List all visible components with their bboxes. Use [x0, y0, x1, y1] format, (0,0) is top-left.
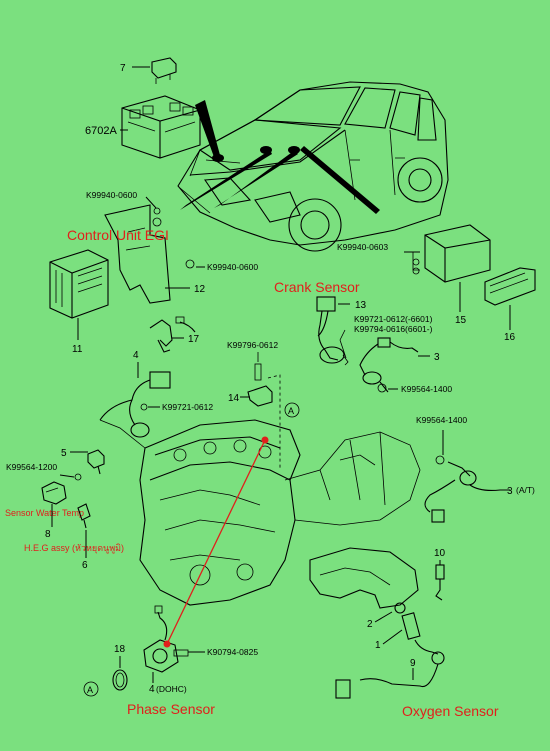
- callout-6: 6: [82, 560, 88, 571]
- crank-sensor-13: [316, 296, 345, 364]
- heg-sensor-6: [77, 503, 91, 529]
- part-k99794-0616-6601: K99794-0616(6601-): [354, 324, 433, 334]
- label-oxygen-sensor: Oxygen Sensor: [402, 703, 499, 719]
- callout-10: 10: [434, 548, 446, 559]
- callout-2: 2: [367, 619, 373, 630]
- callout-12: 12: [194, 284, 206, 295]
- o-ring-18: [112, 669, 128, 691]
- sensor-5: [87, 449, 105, 475]
- callout-13: 13: [355, 300, 367, 311]
- callout-15: 15: [455, 315, 467, 326]
- callout-16: 16: [504, 332, 516, 343]
- part-k99940-0600-b: K99940-0600: [207, 262, 258, 272]
- callout-14: 14: [228, 393, 240, 404]
- callout-5: 5: [61, 448, 67, 459]
- callout-9: 9: [410, 658, 416, 669]
- o2-sensor-right: [424, 455, 505, 523]
- callout-7: 7: [120, 63, 126, 74]
- callout-4a: 4: [133, 350, 139, 361]
- phase-sensor-location-line: [166, 439, 266, 645]
- engine-block: [99, 419, 421, 606]
- circle-a-upper: A: [288, 406, 294, 416]
- callout-3a: 3: [434, 352, 440, 363]
- battery: [121, 95, 201, 159]
- label-crank-sensor: Crank Sensor: [274, 279, 360, 295]
- part-k99721-0612: K99721-0612: [162, 402, 213, 412]
- ecu-11: [49, 249, 109, 319]
- part-k99564-1200: K99564-1200: [6, 462, 57, 472]
- sensor-10: [435, 564, 445, 601]
- label-phase-sensor: Phase Sensor: [127, 701, 215, 717]
- water-temp-sensor-8: [41, 481, 67, 505]
- location-dot-lower: [163, 640, 171, 648]
- callout-11: 11: [72, 344, 83, 355]
- battery-cap: [151, 57, 177, 84]
- part-6702a: 6702A: [85, 125, 117, 137]
- sensor-4-upper: [99, 371, 171, 438]
- callout-1: 1: [375, 640, 381, 651]
- part-k99721-0612-6601: K99721-0612(-6601): [354, 314, 433, 324]
- ecu-bracket-12: [104, 204, 171, 304]
- phase-sensor-4: [143, 605, 189, 673]
- part-k90794-0825: K90794-0825: [207, 647, 258, 657]
- exhaust-manifold: [309, 547, 419, 609]
- module-15: [424, 224, 491, 283]
- callout-3b: 3: [507, 486, 513, 497]
- o2-sensor-lower: [335, 602, 445, 699]
- sensor-17: [149, 316, 196, 353]
- callout-17: 17: [188, 334, 200, 345]
- part-k99564-1400-a: K99564-1400: [401, 384, 452, 394]
- location-dot-upper: [261, 436, 269, 444]
- part-k99940-0603: K99940-0603: [337, 242, 388, 252]
- label-heg-assy: H.E.G assy (หัวหยุดนูพูมิ): [24, 543, 124, 554]
- label-sensor-water-temp: Sensor Water Temp: [5, 508, 84, 518]
- circle-a-lower: A: [87, 685, 93, 695]
- callout-18: 18: [114, 644, 126, 655]
- label-at: (A/T): [516, 485, 535, 495]
- part-k99940-0600-a: K99940-0600: [86, 190, 137, 200]
- callout-4b: 4: [149, 684, 155, 695]
- part-k99796-0612: K99796-0612: [227, 340, 278, 350]
- bracket-16: [484, 267, 536, 306]
- label-dohc: (DOHC): [156, 684, 187, 694]
- callout-8: 8: [45, 529, 51, 540]
- label-control-unit: Control Unit EGI: [67, 227, 169, 243]
- vehicle: [177, 81, 449, 252]
- part-k99564-1400-b: K99564-1400: [416, 415, 467, 425]
